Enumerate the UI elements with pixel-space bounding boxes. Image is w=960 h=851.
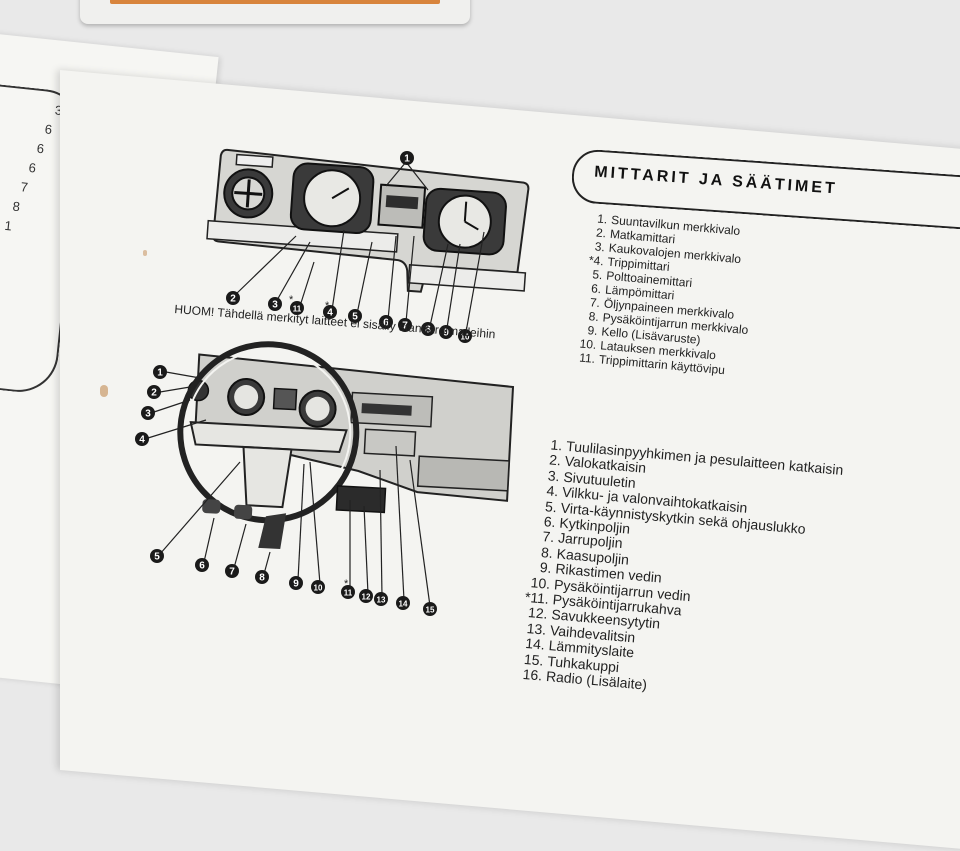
cluster-shelf — [407, 264, 527, 292]
callout-marker — [396, 596, 410, 610]
switch-icon — [235, 153, 274, 168]
callout-marker — [423, 602, 437, 616]
list-item-number: 16. — [522, 665, 543, 684]
callout-marker — [195, 558, 209, 572]
glovebox — [416, 455, 510, 492]
callout-number: 7 — [229, 567, 235, 578]
callout-number: 3 — [145, 409, 151, 420]
callout-number: 8 — [259, 573, 265, 584]
callout-marker — [374, 592, 388, 606]
callout-marker — [135, 432, 149, 446]
callout-marker — [290, 301, 304, 315]
callout-number: 11 — [344, 589, 353, 598]
callout-marker — [311, 580, 325, 594]
console-switches — [335, 485, 387, 514]
clutch-pedal-icon — [202, 499, 221, 514]
callout-number: 13 — [377, 596, 386, 605]
callout-number: 11 — [293, 305, 302, 314]
callout-marker — [268, 297, 282, 311]
callout-marker — [439, 325, 453, 339]
page-content: MITTARIT JA SÄÄTIMET — [100, 148, 960, 709]
callout-marker — [255, 570, 269, 584]
callout-number: 12 — [362, 593, 371, 602]
callout-number: 5 — [154, 552, 160, 563]
callout-marker — [400, 151, 414, 165]
callout-number: 5 — [352, 312, 358, 323]
callout-marker — [289, 576, 303, 590]
callout-number: 10 — [314, 584, 323, 593]
control-list: 1.Tuulilasinpyyhkimen ja pesulaitteen ka… — [514, 436, 844, 709]
callout-marker — [341, 585, 355, 599]
book-cover-stripe — [110, 0, 440, 4]
callout-number: 15 — [426, 606, 435, 615]
callout-marker — [225, 564, 239, 578]
callout-marker — [147, 385, 161, 399]
paper-stain — [143, 250, 147, 256]
callout-number: 9 — [443, 328, 449, 339]
callout-number: 6 — [383, 318, 389, 329]
callout-marker — [150, 549, 164, 563]
callout-number: 4 — [139, 435, 145, 446]
callout-marker — [421, 322, 435, 336]
heater-panel — [363, 428, 417, 457]
callout-number: 14 — [399, 600, 408, 609]
callout-number: 8 — [425, 325, 431, 336]
callout-number: 1 — [157, 368, 163, 379]
callout-number: 7 — [402, 321, 408, 332]
star-mark: * — [344, 578, 349, 590]
callout-marker — [141, 406, 155, 420]
brake-pedal-icon — [233, 504, 253, 520]
list-item-number: 11. — [578, 350, 596, 366]
callout-number: 6 — [199, 561, 205, 572]
callout-number: 1 — [404, 154, 410, 165]
accelerator-pedal-icon — [258, 513, 287, 550]
star-mark: * — [289, 294, 294, 306]
star-mark: * — [325, 300, 330, 312]
callout-number: 9 — [293, 579, 299, 590]
background-book — [80, 0, 470, 24]
callout-number: 2 — [151, 388, 157, 399]
paper-stain — [100, 385, 108, 397]
callout-marker — [226, 291, 240, 305]
callout-marker — [359, 589, 373, 603]
callout-marker — [379, 315, 393, 329]
callout-number: 3 — [272, 300, 278, 311]
callout-number: 4 — [327, 308, 333, 319]
callout-marker — [458, 329, 472, 343]
callout-number: 10 — [461, 333, 470, 342]
callout-number: 2 — [230, 294, 236, 305]
callout-marker — [153, 365, 167, 379]
callout-marker — [323, 305, 337, 319]
callout-marker — [348, 309, 362, 323]
callout-marker — [398, 318, 412, 332]
